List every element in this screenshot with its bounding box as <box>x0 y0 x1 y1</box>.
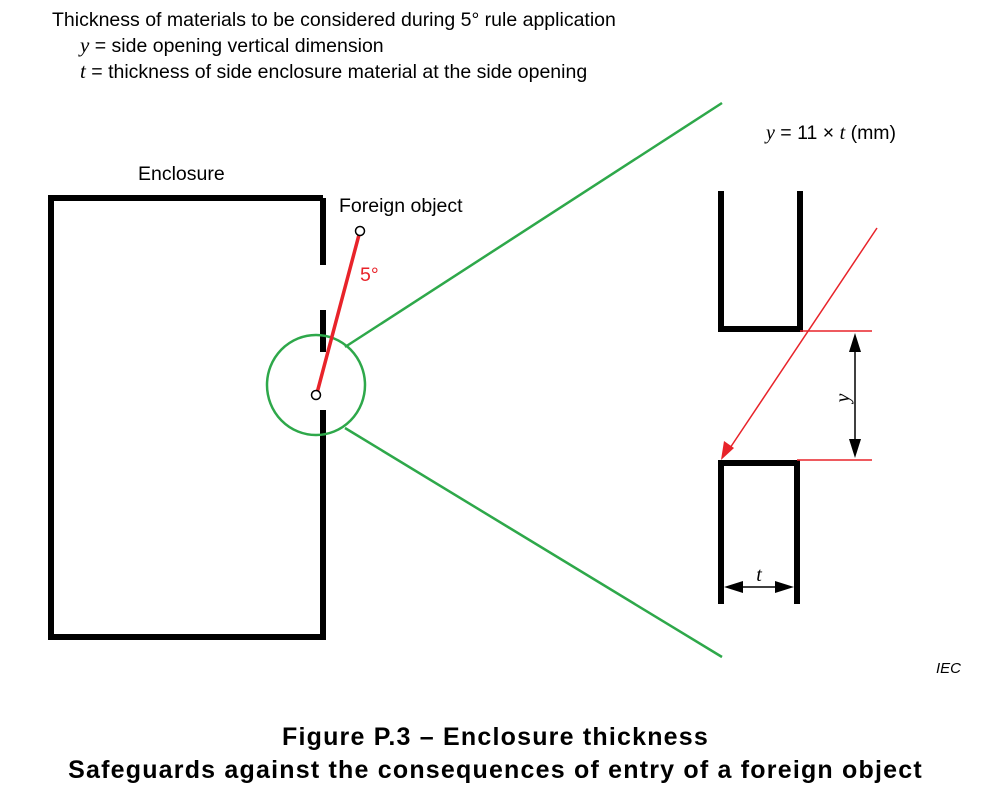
formula-unit: (mm) <box>845 122 896 144</box>
detail-wall-upper <box>718 191 803 332</box>
zoom-line-lower <box>344 426 723 659</box>
legend-y-symbol: y <box>80 33 90 57</box>
y-dimension-arrowhead-bottom <box>849 439 861 458</box>
enclosure-label: Enclosure <box>138 163 225 185</box>
figure-caption-title: Figure P.3 – Enclosure thickness <box>282 723 709 751</box>
probe-tip-top <box>354 225 366 237</box>
t-dimension-arrowhead-left <box>724 581 743 593</box>
legend-t-row: t = thickness of side enclosure material… <box>52 59 616 85</box>
t-dimension-label: t <box>756 564 762 586</box>
detail-opening-lines <box>727 227 878 461</box>
iec-mark: IEC <box>936 660 961 677</box>
enclosure <box>48 195 326 640</box>
legend-heading: Thickness of materials to be considered … <box>52 9 616 31</box>
foreign-object-label: Foreign object <box>339 195 463 217</box>
formula-multiply: = 11 × <box>775 122 840 144</box>
detail-wall-lower <box>718 460 800 604</box>
legend: Thickness of materials to be considered … <box>52 8 616 85</box>
legend-t-symbol: t <box>80 59 86 83</box>
zoom-circle <box>265 333 367 437</box>
legend-t-text: = thickness of side enclosure material a… <box>85 61 588 83</box>
y-dimension-label: y <box>832 393 854 404</box>
figure-caption-subtitle: Safeguards against the consequences of e… <box>68 756 923 784</box>
foreign-object-probe <box>315 230 362 394</box>
detail-probe-arrowhead <box>721 441 734 460</box>
probe-tip-bottom <box>310 389 322 401</box>
foreign-object <box>310 225 366 401</box>
t-dimension-arrowhead-right <box>775 581 794 593</box>
legend-y-text: = side opening vertical dimension <box>89 35 384 57</box>
detail-wall <box>718 191 803 604</box>
formula: y = 11 × t (mm) <box>764 122 896 144</box>
zoom-indicator <box>265 101 723 659</box>
enclosure-outline <box>48 195 326 640</box>
formula-y: y <box>764 122 775 144</box>
formula-t: t <box>840 122 846 144</box>
detail-probe-line <box>727 227 878 452</box>
legend-y-row: y = side opening vertical dimension <box>52 33 616 59</box>
zoom-line-upper <box>344 101 723 349</box>
y-dimension-arrowhead-top <box>849 333 861 352</box>
angle-label: 5° <box>360 264 379 286</box>
